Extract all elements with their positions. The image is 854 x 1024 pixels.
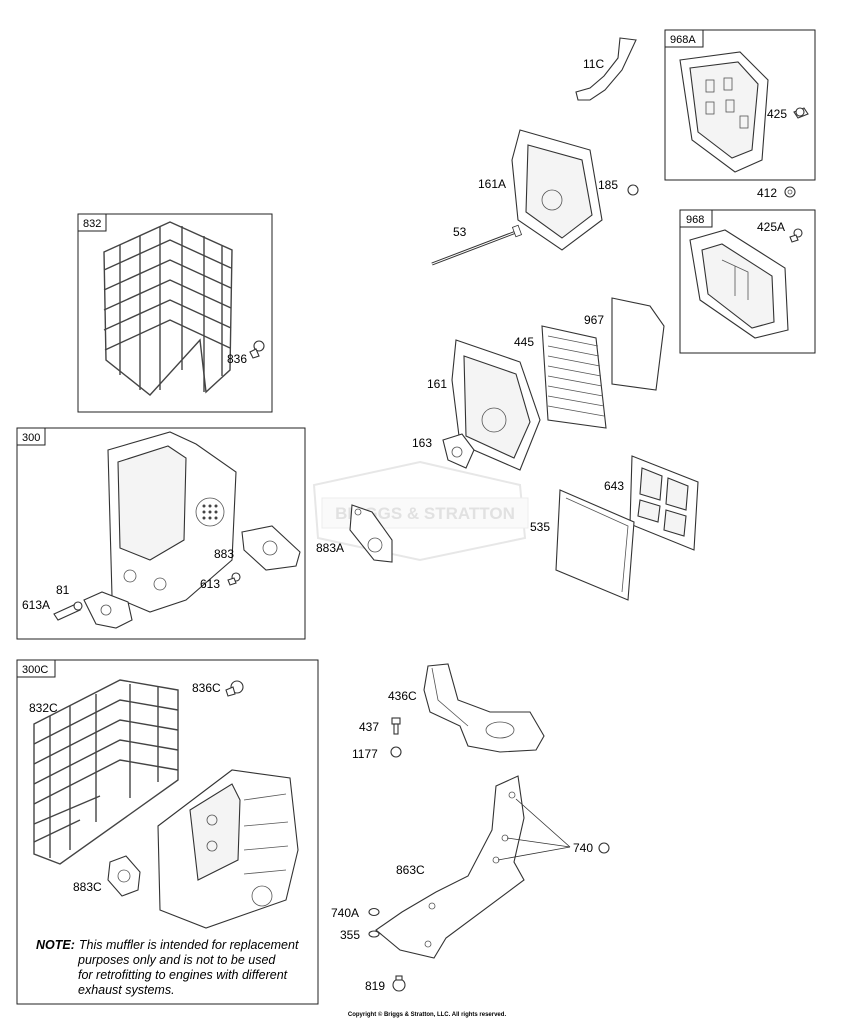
muffler-300C [157, 769, 299, 929]
label-161A: 161A [478, 177, 506, 191]
screw-425 [793, 107, 809, 119]
label-863C: 863C [396, 863, 425, 877]
air-filter-445 [541, 325, 607, 429]
label-535: 535 [530, 520, 550, 534]
label-883C: 883C [73, 880, 102, 894]
screw-613A [53, 601, 83, 621]
muffler-guard-832C [33, 679, 179, 865]
gasket-883A [349, 504, 393, 563]
watermark-text: BRIGGS & STRATTON [335, 504, 515, 523]
label-436C: 436C [388, 689, 417, 703]
label-1177: 1177 [352, 747, 378, 761]
label-740A: 740A [331, 906, 359, 920]
screw-836C [225, 680, 244, 697]
screw-836 [249, 340, 265, 359]
box-300: 300 883 613 81 613A [16, 427, 306, 640]
note-line-1: This muffler is intended for replacement [78, 938, 299, 952]
note-line-4: exhaust systems. [78, 983, 175, 997]
nut-185 [627, 184, 639, 196]
label-425: 425 [767, 107, 787, 121]
screw-613 [227, 572, 241, 586]
nut-740A [368, 907, 380, 917]
breather-tube-11C [575, 37, 637, 101]
air-cleaner-base-161A [511, 129, 603, 251]
label-832C: 832C [29, 701, 58, 715]
label-425A: 425A [757, 220, 785, 234]
label-836: 836 [227, 352, 247, 366]
stud-53 [431, 224, 523, 266]
label-81: 81 [56, 583, 70, 597]
nut-412 [784, 186, 796, 198]
label-613: 613 [200, 577, 220, 591]
exhaust-elbow-436C [423, 663, 545, 753]
label-185: 185 [598, 178, 618, 192]
washer-355 [368, 930, 380, 938]
muffler-300 [107, 431, 237, 613]
gasket-883C [107, 855, 141, 897]
label-161: 161 [427, 377, 447, 391]
box-968A-tag: 968A [670, 34, 696, 46]
box-832: 832 836 [77, 213, 273, 413]
nut-740 [598, 842, 610, 854]
bracket-81 [83, 591, 133, 629]
filter-cartridge-535 [555, 489, 635, 601]
label-883: 883 [214, 547, 234, 561]
gasket-883 [241, 525, 301, 571]
replacement-note: NOTE:This muffler is intended for replac… [36, 938, 316, 998]
label-445: 445 [514, 335, 534, 349]
air-cleaner-cover-968A [679, 51, 769, 173]
copyright-notice: Copyright © Briggs & Stratton, LLC. All … [347, 1012, 507, 1018]
label-163: 163 [412, 436, 432, 450]
note-line-2: purposes only and is not to be used [78, 953, 276, 967]
label-967: 967 [584, 313, 604, 327]
muffler-guard-832 [103, 221, 233, 396]
gasket-163 [442, 433, 475, 469]
screw-425A [789, 228, 803, 243]
box-300-tag: 300 [22, 432, 40, 444]
air-cleaner-cover-968 [689, 229, 789, 339]
screw-437 [391, 717, 401, 735]
label-836C: 836C [192, 681, 221, 695]
nut-1177 [390, 746, 402, 758]
box-832-tag: 832 [83, 218, 101, 230]
label-819: 819 [365, 979, 385, 993]
label-11C: 11C [583, 57, 604, 71]
box-968-tag: 968 [686, 214, 704, 226]
screw-819 [392, 975, 406, 992]
label-437: 437 [359, 720, 379, 734]
label-613A: 613A [22, 598, 50, 612]
note-line-3: for retrofitting to engines with differe… [78, 968, 288, 982]
leader-lines-740 [497, 798, 571, 861]
label-643: 643 [604, 479, 624, 493]
label-53: 53 [453, 225, 467, 239]
brand-watermark: BRIGGS & STRATTON [312, 460, 529, 562]
note-label: NOTE: [36, 938, 75, 952]
label-883A: 883A [316, 541, 344, 555]
label-740: 740 [573, 841, 593, 855]
box-300C: 300C 832C 836C 883C [16, 659, 319, 1005]
pre-cleaner-967 [611, 297, 665, 391]
label-412: 412 [757, 186, 777, 200]
box-968: 968 425A [679, 209, 816, 354]
air-cleaner-base-161 [451, 339, 541, 471]
box-300C-tag: 300C [22, 664, 48, 676]
filter-tray-643 [629, 455, 699, 551]
label-355: 355 [340, 928, 360, 942]
box-968A: 968A 425 [664, 29, 816, 181]
